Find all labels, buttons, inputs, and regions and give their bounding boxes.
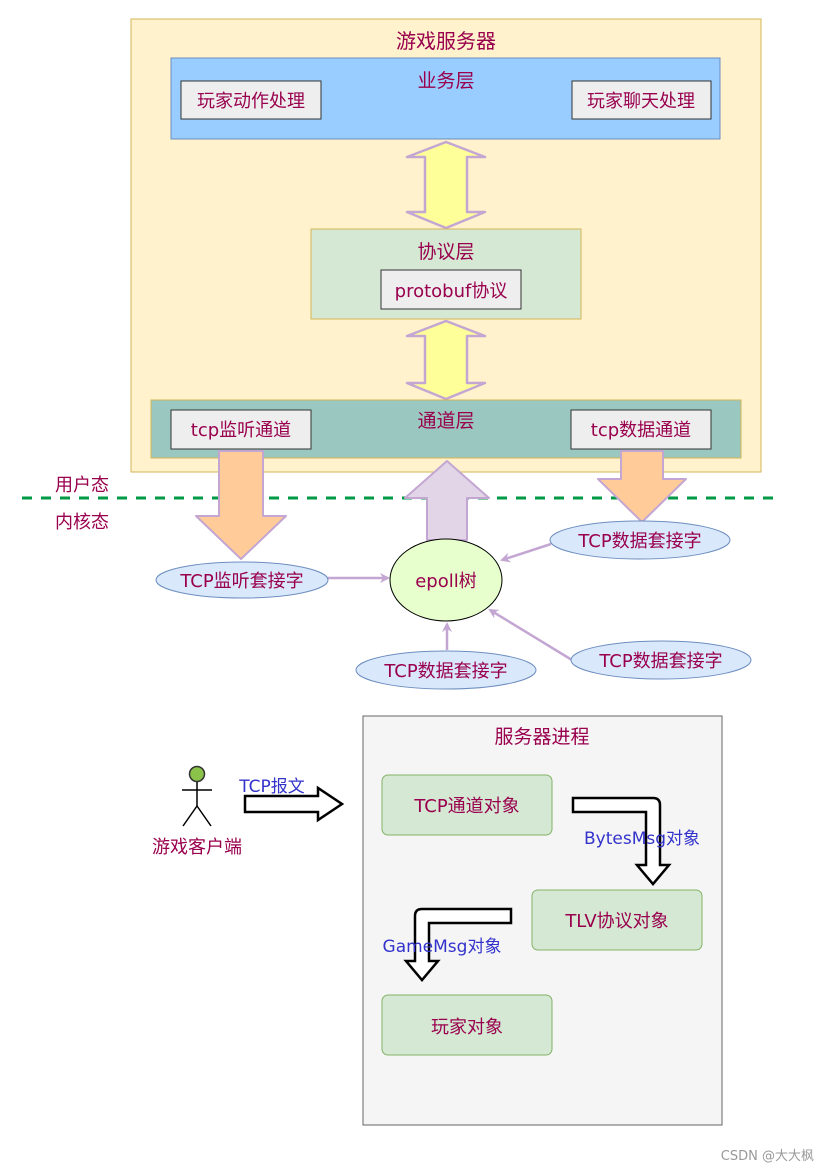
player-chat-box — [571, 80, 712, 120]
arrow-down-data — [597, 450, 687, 523]
user-mode-label: 用户态 — [55, 475, 109, 496]
tcp-listen-socket — [155, 561, 329, 599]
tcp-data-socket-bottom-right — [570, 640, 752, 680]
tcp-message-label: TCP报文 — [238, 777, 305, 797]
game-server-title: 游戏服务器 — [396, 29, 496, 53]
protocol-layer-title: 协议层 — [417, 241, 474, 263]
tcp-channel-object — [381, 774, 553, 836]
tcp-data-channel-label: tcp数据通道 — [591, 420, 691, 441]
tcp-data-socket-bottom — [355, 650, 537, 690]
player-chat-label: 玩家聊天处理 — [587, 91, 695, 112]
arrow-up-epoll — [404, 460, 490, 541]
game-client-label: 游戏客户端 — [152, 837, 242, 858]
tcp-listen-channel-label: tcp监听通道 — [191, 420, 291, 441]
player-object-label: 玩家对象 — [431, 1017, 503, 1038]
connector-data-epoll-top — [500, 542, 552, 563]
tcp-data-socket-top-right — [549, 520, 731, 560]
connector-data-epoll-bottom-right — [488, 608, 573, 662]
gamemsg-label: GameMsg对象 — [383, 937, 502, 957]
kernel-mode-label: 内核态 — [55, 512, 109, 533]
bytesmsg-label: BytesMsg对象 — [584, 829, 700, 849]
double-arrow-protocol-channel — [405, 319, 487, 401]
tcp-data-channel-box — [570, 409, 712, 450]
tcp-message-arrow — [243, 785, 345, 823]
tcp-listen-channel-box — [170, 409, 312, 450]
bytesmsg-elbow-arrow — [571, 796, 672, 886]
epoll-tree-label: epoll树 — [415, 571, 477, 592]
tlv-protocol-object-label: TLV协议对象 — [564, 911, 668, 932]
player-action-label: 玩家动作处理 — [197, 91, 305, 112]
game-client-actor-icon — [182, 765, 212, 827]
epoll-tree — [389, 538, 503, 622]
arrow-down-listen — [195, 450, 287, 560]
channel-layer-title: 通道层 — [417, 410, 474, 432]
business-layer-title: 业务层 — [417, 70, 474, 92]
tcp-channel-object-label: TCP通道对象 — [413, 796, 519, 817]
protobuf-label: protobuf协议 — [395, 281, 508, 302]
protobuf-box — [380, 269, 522, 310]
tcp-data-socket-bottom-right-label: TCP数据套接字 — [598, 651, 722, 672]
double-arrow-business-protocol — [405, 140, 487, 230]
player-action-box — [180, 80, 322, 120]
tcp-data-socket-top-right-label: TCP数据套接字 — [577, 531, 701, 552]
player-object — [381, 994, 553, 1056]
tcp-data-socket-bottom-label: TCP数据套接字 — [383, 661, 507, 682]
server-process-title: 服务器进程 — [494, 726, 589, 748]
tlv-protocol-object — [531, 889, 703, 951]
tcp-listen-socket-label: TCP监听套接字 — [179, 571, 303, 592]
watermark: CSDN @大大枫 — [721, 1149, 814, 1164]
gamemsg-elbow-arrow — [403, 907, 513, 982]
